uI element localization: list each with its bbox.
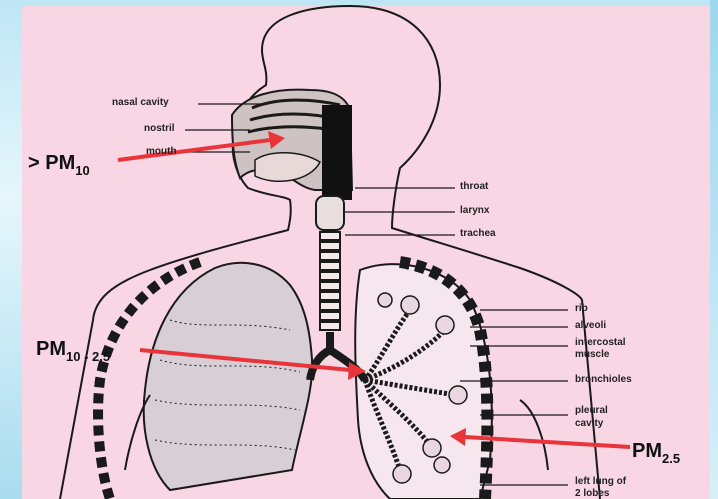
label-larynx: larynx <box>460 205 489 216</box>
pm10-sub: 10 <box>75 163 89 178</box>
pm25-prefix: PM <box>632 440 662 462</box>
label-intercostal: intercostal <box>575 337 626 348</box>
arm-right <box>520 400 548 470</box>
right-lung <box>144 263 312 490</box>
label-throat: throat <box>460 181 488 192</box>
label-cavity: cavity <box>575 418 603 429</box>
label-alveoli: alveoli <box>575 320 606 331</box>
label-nasal-cavity: nasal cavity <box>112 97 169 108</box>
label-nostril: nostril <box>144 123 175 134</box>
label-mouth: mouth <box>146 146 177 157</box>
pm10-25-prefix: PM <box>36 338 66 360</box>
pm10-25-sub: 10 - 2.5 <box>66 349 110 364</box>
pharynx <box>322 105 352 200</box>
pm25-label: PM2.5 <box>632 440 680 466</box>
pm10-label: > PM10 <box>28 152 90 178</box>
pm25-sub: 2.5 <box>662 451 680 466</box>
label-pleural: pleural <box>575 405 608 416</box>
label-trachea: trachea <box>460 228 496 239</box>
larynx-shape <box>316 196 344 230</box>
pm10-prefix: > PM <box>28 152 75 174</box>
label-muscle: muscle <box>575 349 609 360</box>
label-left-lung-lobes: 2 lobes <box>575 488 609 499</box>
label-rib: rib <box>575 303 588 314</box>
pm10-25-label: PM10 - 2.5 <box>36 338 110 364</box>
label-left-lung: left lung of <box>575 476 626 487</box>
label-bronchioles: bronchioles <box>575 374 632 385</box>
trachea-rings <box>320 232 340 330</box>
